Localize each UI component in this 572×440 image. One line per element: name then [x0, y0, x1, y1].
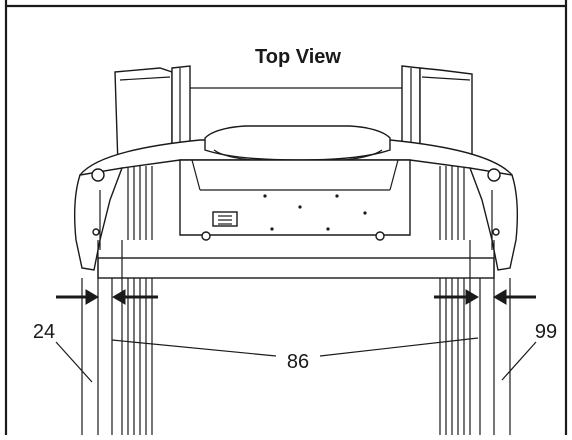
left-frame-rails	[81, 240, 153, 435]
diagram-title: Top View	[255, 46, 341, 68]
callout-24: 24	[33, 321, 55, 343]
callout-86: 86	[287, 351, 309, 373]
callout-24-leader	[55, 341, 93, 383]
right-frame-rails	[439, 240, 511, 435]
callout-99-leader	[501, 341, 537, 381]
right-outer-arrow	[493, 289, 536, 305]
callout-99: 99	[535, 321, 557, 343]
left-outer-arrow	[56, 289, 99, 305]
right-inner-arrow	[434, 289, 479, 305]
left-handlebar	[73, 167, 124, 271]
callout-86-leader-right	[319, 337, 479, 357]
right-handlebar	[468, 167, 519, 271]
frame-crossbar	[97, 257, 495, 279]
callout-86-leader-left	[111, 339, 277, 357]
left-inner-arrow	[112, 289, 158, 305]
rear-rails	[127, 166, 465, 240]
